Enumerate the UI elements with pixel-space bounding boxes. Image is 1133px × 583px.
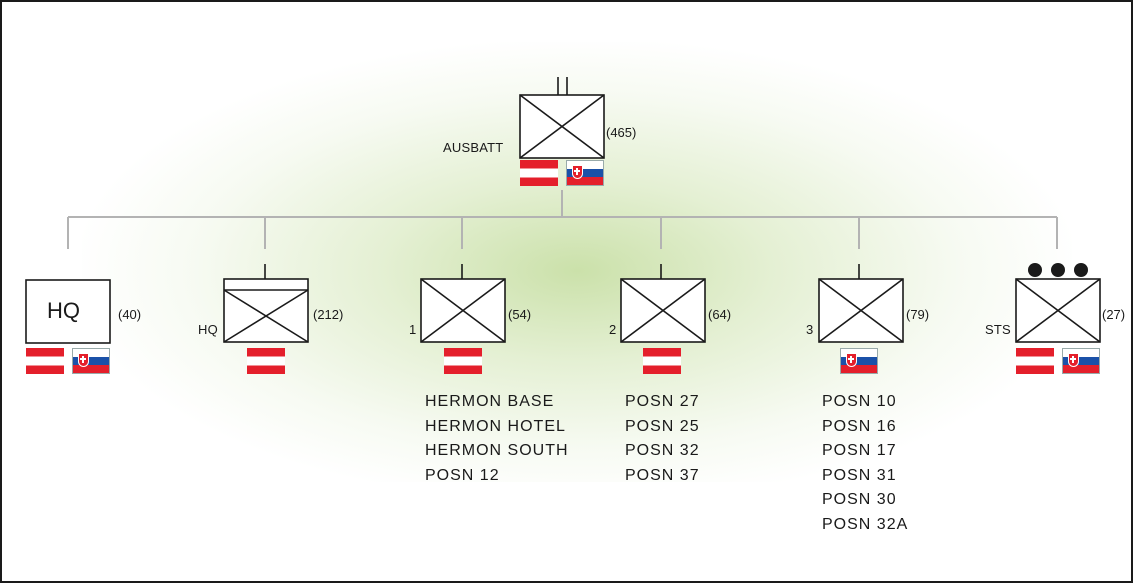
coy-3-locations: POSN 10 POSN 16 POSN 17 POSN 31 POSN 30 … — [822, 390, 908, 537]
sts-dot — [1028, 263, 1042, 277]
coy-1-side-label: 1 — [409, 322, 417, 337]
location-item: POSN 37 — [625, 466, 700, 484]
sts-dots — [1028, 263, 1088, 277]
coy-2-symbol — [620, 264, 706, 343]
coy-2-locations: POSN 27 POSN 25 POSN 32 POSN 37 — [625, 390, 700, 488]
austria-flag-icon — [520, 160, 558, 186]
location-item: POSN 32 — [625, 442, 700, 459]
coy-2-side-label: 2 — [609, 322, 617, 337]
slovakia-flag-icon — [566, 160, 604, 186]
location-item: POSN 16 — [822, 417, 897, 435]
hq-unit-count: (212) — [313, 307, 344, 322]
connector-lines — [67, 190, 1058, 249]
coy-1-count: (54) — [508, 307, 532, 322]
battalion-symbol — [519, 77, 605, 159]
battalion-count: (465) — [606, 125, 637, 140]
coy-1-symbol — [420, 264, 506, 343]
location-item: HERMON HOTEL — [425, 417, 566, 435]
slovakia-flag-icon — [72, 348, 110, 374]
hq-coy-inner-label: HQ — [47, 298, 80, 323]
coy-3-side-label: 3 — [806, 322, 814, 337]
austria-flag-icon — [1016, 348, 1054, 374]
hq-coy-count: (40) — [118, 307, 142, 322]
austria-flag-icon — [247, 348, 285, 374]
hq-coy-symbol — [25, 279, 111, 344]
location-item: POSN 12 — [425, 466, 500, 484]
sts-count: (27) — [1102, 307, 1126, 322]
coy-3-count: (79) — [906, 307, 930, 322]
slovakia-flag-icon — [840, 348, 878, 374]
coy-3-symbol — [818, 264, 904, 343]
coy-1-locations: HERMON BASE HERMON HOTEL HERMON SOUTH PO… — [425, 390, 569, 488]
location-item: HERMON BASE — [425, 393, 555, 410]
battalion-name: AUSBATT — [443, 140, 504, 155]
sts-symbol — [1015, 278, 1101, 343]
austria-flag-icon — [444, 348, 482, 374]
sts-side-label: STS — [985, 322, 1011, 337]
sts-dot — [1051, 263, 1065, 277]
austria-flag-icon — [643, 348, 681, 374]
location-item: POSN 27 — [625, 393, 700, 410]
austria-flag-icon — [26, 348, 64, 374]
sts-dot — [1074, 263, 1088, 277]
location-item: POSN 31 — [822, 466, 897, 484]
hq-unit-side-label: HQ — [198, 322, 218, 337]
location-item: POSN 10 — [822, 393, 897, 410]
location-item: POSN 32A — [822, 515, 909, 533]
location-item: POSN 25 — [625, 417, 700, 435]
coy-2-count: (64) — [708, 307, 732, 322]
location-item: POSN 17 — [822, 442, 897, 459]
hq-unit-symbol — [223, 264, 309, 343]
location-item: POSN 30 — [822, 491, 897, 508]
location-item: HERMON SOUTH — [425, 442, 569, 459]
slovakia-flag-icon — [1062, 348, 1100, 374]
